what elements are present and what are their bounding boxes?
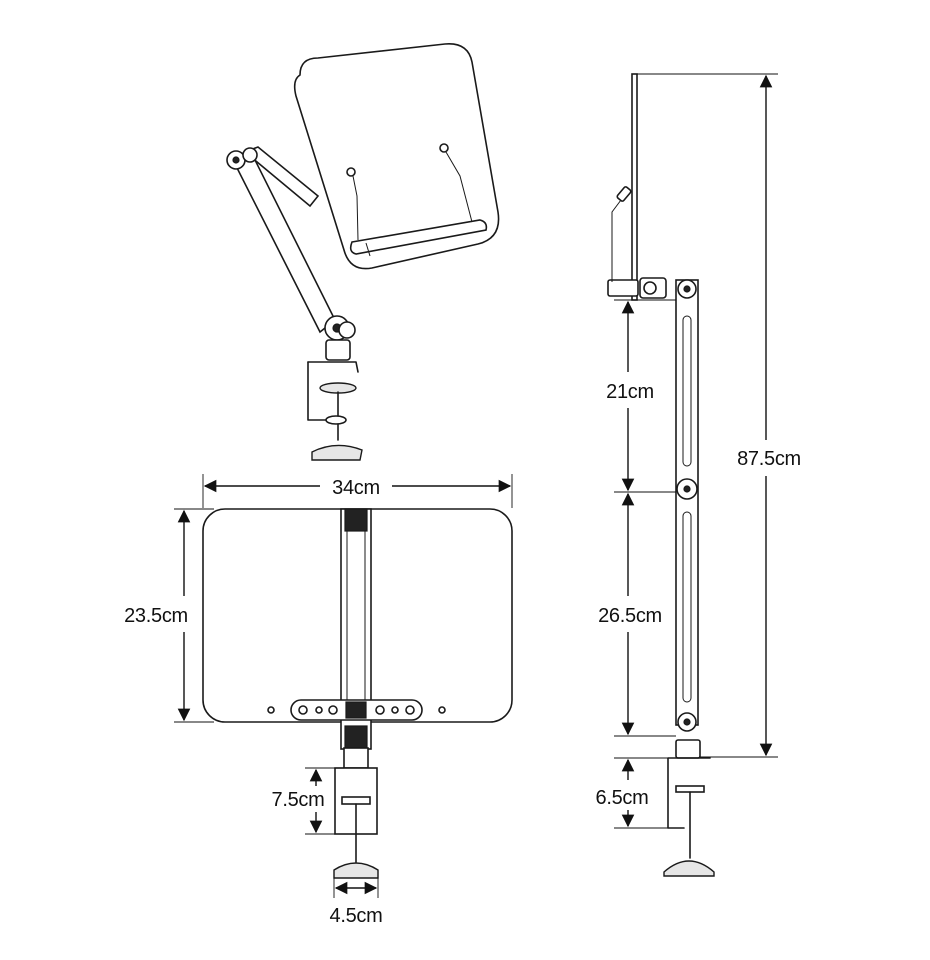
- dimension-lower-arm: 26.5cm: [598, 492, 676, 737]
- dimension-total-height: 87.5cm: [637, 73, 801, 758]
- side-page-holder: [607, 186, 639, 297]
- label-side-clamp: 6.5cm: [596, 787, 649, 809]
- side-arm: [639, 277, 699, 732]
- front-clamp: [333, 747, 379, 879]
- side-tray: [631, 73, 638, 301]
- label-clamp-width: 4.5cm: [330, 905, 383, 927]
- dimension-side-clamp: 6.5cm: [596, 757, 668, 829]
- perspective-arm: [226, 146, 356, 341]
- side-view: [607, 73, 715, 877]
- label-total-height: 87.5cm: [737, 448, 801, 470]
- dimension-tray-height: 23.5cm: [124, 508, 214, 723]
- label-clamp-height: 7.5cm: [272, 789, 325, 811]
- side-clamp: [663, 739, 715, 877]
- dimension-tray-width: 34cm: [202, 474, 513, 508]
- perspective-view: [226, 43, 500, 461]
- label-lower-arm: 26.5cm: [598, 605, 662, 627]
- label-tray-height: 23.5cm: [124, 605, 188, 627]
- perspective-clamp: [307, 339, 363, 461]
- dimension-upper-arm: 21cm: [606, 299, 676, 493]
- label-tray-width: 34cm: [332, 477, 380, 499]
- dimension-clamp-width: 4.5cm: [330, 870, 383, 927]
- label-upper-arm: 21cm: [606, 381, 654, 403]
- front-view: [202, 508, 513, 879]
- front-mount-plate: [267, 699, 446, 721]
- perspective-tray: [293, 43, 500, 270]
- dimension-clamp-height: 7.5cm: [272, 767, 344, 835]
